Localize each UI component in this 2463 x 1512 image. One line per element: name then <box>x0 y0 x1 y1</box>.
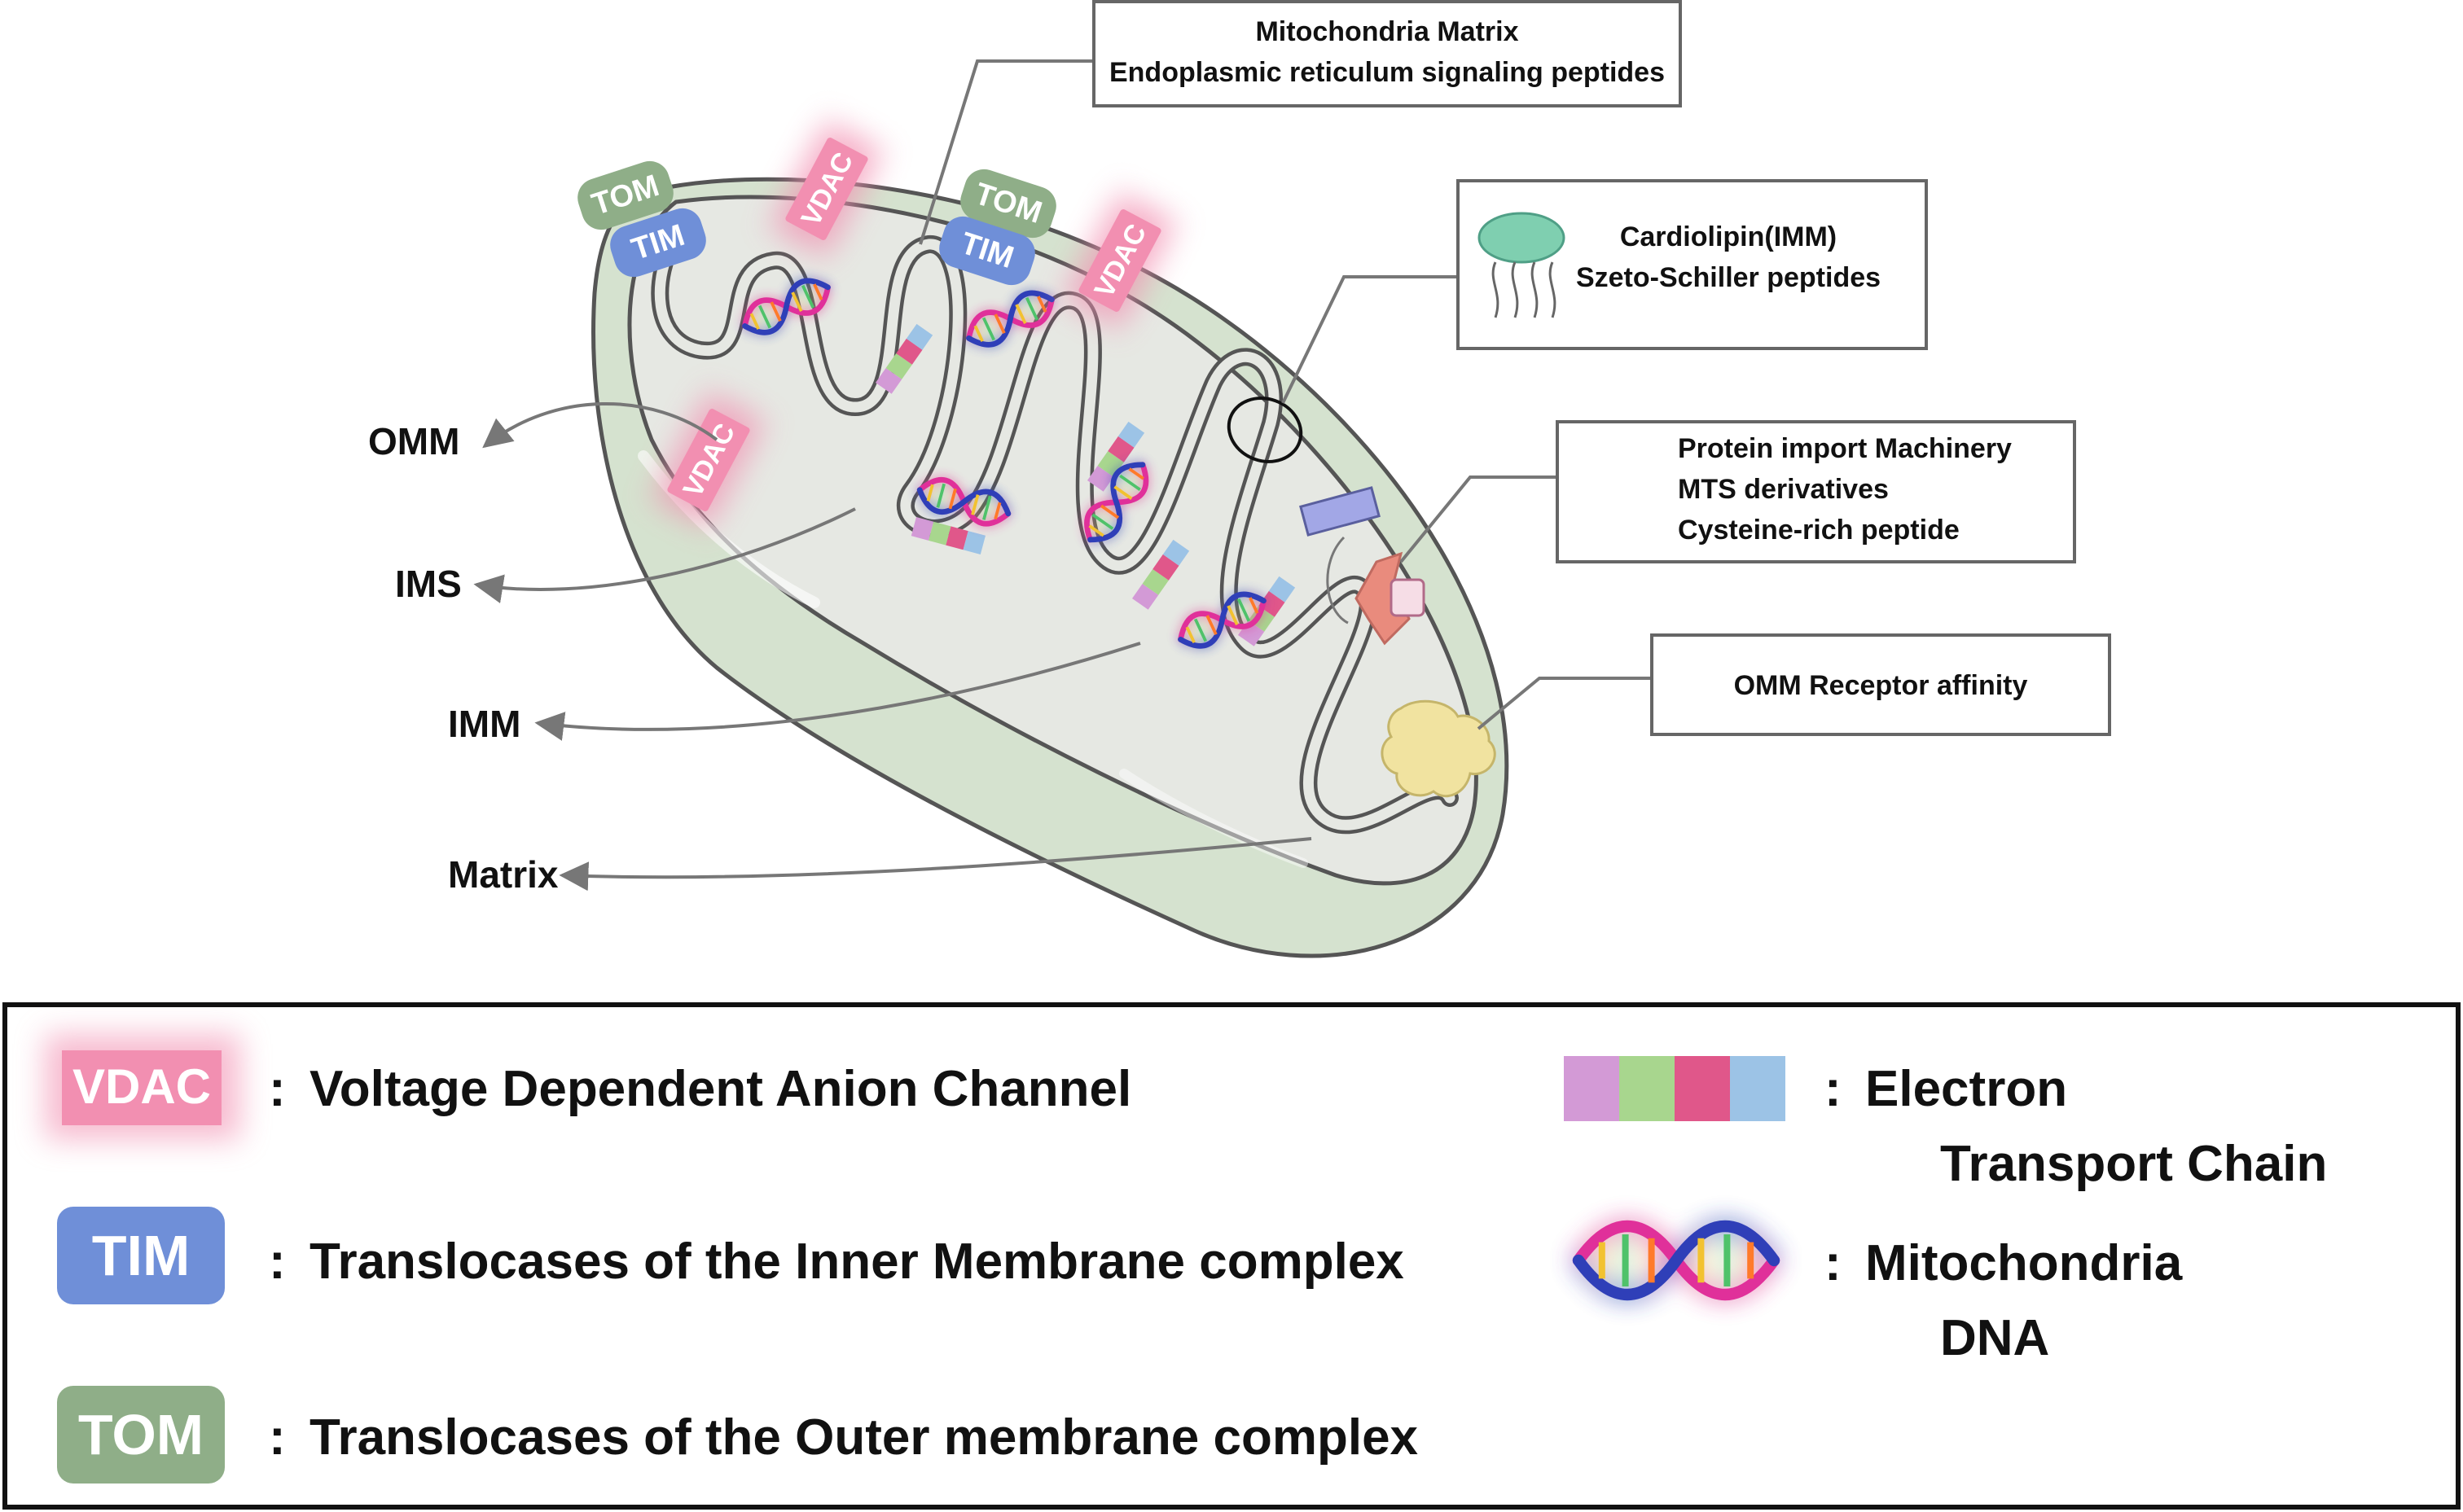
vdac-badge-3: VDAC <box>651 391 766 529</box>
cardiolipin-marker <box>1227 397 1303 463</box>
legend-dna-row: : Mitochondria DNA <box>1578 1226 2183 1366</box>
legend-tom-swatch <box>57 1386 225 1484</box>
matrix-callout-line1: Mitochondria Matrix <box>1255 16 1518 47</box>
imm-pointer <box>534 642 1141 741</box>
legend-dna-separator: : <box>1824 1235 1842 1291</box>
legend-vdac-swatch <box>62 1050 222 1125</box>
matrix-callout-box: Mitochondria Matrix Endoplasmic reticulu… <box>1092 0 1682 107</box>
protein-import-icon <box>1299 486 1425 646</box>
omm-pointer <box>482 401 718 449</box>
legend-etc-line1: Electron <box>1865 1061 2067 1117</box>
etc-complex-icon <box>1564 1056 1785 1121</box>
mitochondrion <box>591 177 1509 958</box>
receptor-icon <box>1381 699 1496 798</box>
legend-tim-badge-label: TIM <box>92 1224 191 1287</box>
tim-badge-1: TIM <box>610 208 706 278</box>
legend-tom-text: Translocases of the Outer membrane compl… <box>310 1409 1419 1466</box>
tim-badge-2: TIM <box>939 216 1035 286</box>
legend-vdac-badge-label: VDAC <box>72 1059 211 1114</box>
protein-import-callout-box: Protein import Machinery MTS derivatives… <box>1556 420 2076 563</box>
legend-tom-row: TOM : Translocases of the Outer membrane… <box>57 1386 1419 1484</box>
lipid-icon <box>1477 212 1565 318</box>
legend-etc-separator: : <box>1824 1061 1842 1117</box>
cardiolipin-callout-box: Cardiolipin(IMM) Szeto-Schiller peptides <box>1456 179 1928 350</box>
cardiolipin-box-connector <box>1281 275 1458 404</box>
matrix-callout-line2: Endoplasmic reticulum signaling peptides <box>1109 57 1665 88</box>
legend-tim-separator: : <box>269 1234 286 1290</box>
protein-import-connector <box>1399 476 1557 563</box>
legend-tom-separator: : <box>269 1409 286 1466</box>
tom-badge-1: TOM <box>577 160 674 230</box>
protein-import-line2: MTS derivatives <box>1678 474 1889 505</box>
legend-etc-line2: Transport Chain <box>1940 1136 2327 1192</box>
legend-tom-badge-label: TOM <box>78 1403 204 1466</box>
omm-receptor-connector <box>1477 677 1652 730</box>
ims-label: IMS <box>395 563 462 605</box>
omm-receptor-callout-box: OMM Receptor affinity <box>1650 633 2111 736</box>
legend-vdac-row: VDAC : Voltage Dependent Anion Channel <box>45 1034 1131 1140</box>
legend-tim-swatch <box>57 1207 225 1304</box>
matrix-box-connector <box>919 59 1095 245</box>
imm-label: IMM <box>448 703 520 745</box>
legend-dna-line2: DNA <box>1940 1310 2049 1366</box>
legend-vdac-text: Voltage Dependent Anion Channel <box>310 1061 1131 1117</box>
omm-label: OMM <box>368 420 459 462</box>
legend: VDAC : Voltage Dependent Anion Channel T… <box>2 1002 2461 1510</box>
cardiolipin-callout-line2: Szeto-Schiller peptides <box>1576 262 1881 293</box>
legend-tim-row: TIM : Translocases of the Inner Membrane… <box>57 1207 1404 1304</box>
legend-etc-row: : Electron Transport Chain <box>1564 1056 2327 1192</box>
tom-badge-2: TOM <box>960 169 1056 239</box>
legend-dna-line1: Mitochondria <box>1865 1235 2183 1291</box>
omm-receptor-line1: OMM Receptor affinity <box>1734 670 2028 701</box>
legend-vdac-separator: : <box>269 1061 286 1117</box>
matrix-label: Matrix <box>448 853 559 896</box>
protein-import-line3: Cysteine-rich peptide <box>1678 515 1960 546</box>
leader-lines <box>473 59 1652 892</box>
vdac-badge-1: VDAC <box>769 120 885 258</box>
legend-tim-text: Translocases of the Inner Membrane compl… <box>310 1234 1404 1290</box>
cardiolipin-callout-line1: Cardiolipin(IMM) <box>1620 221 1837 252</box>
protein-import-line1: Protein import Machinery <box>1678 433 2012 464</box>
matrix-pointer <box>559 837 1312 892</box>
ims-pointer <box>473 507 856 603</box>
